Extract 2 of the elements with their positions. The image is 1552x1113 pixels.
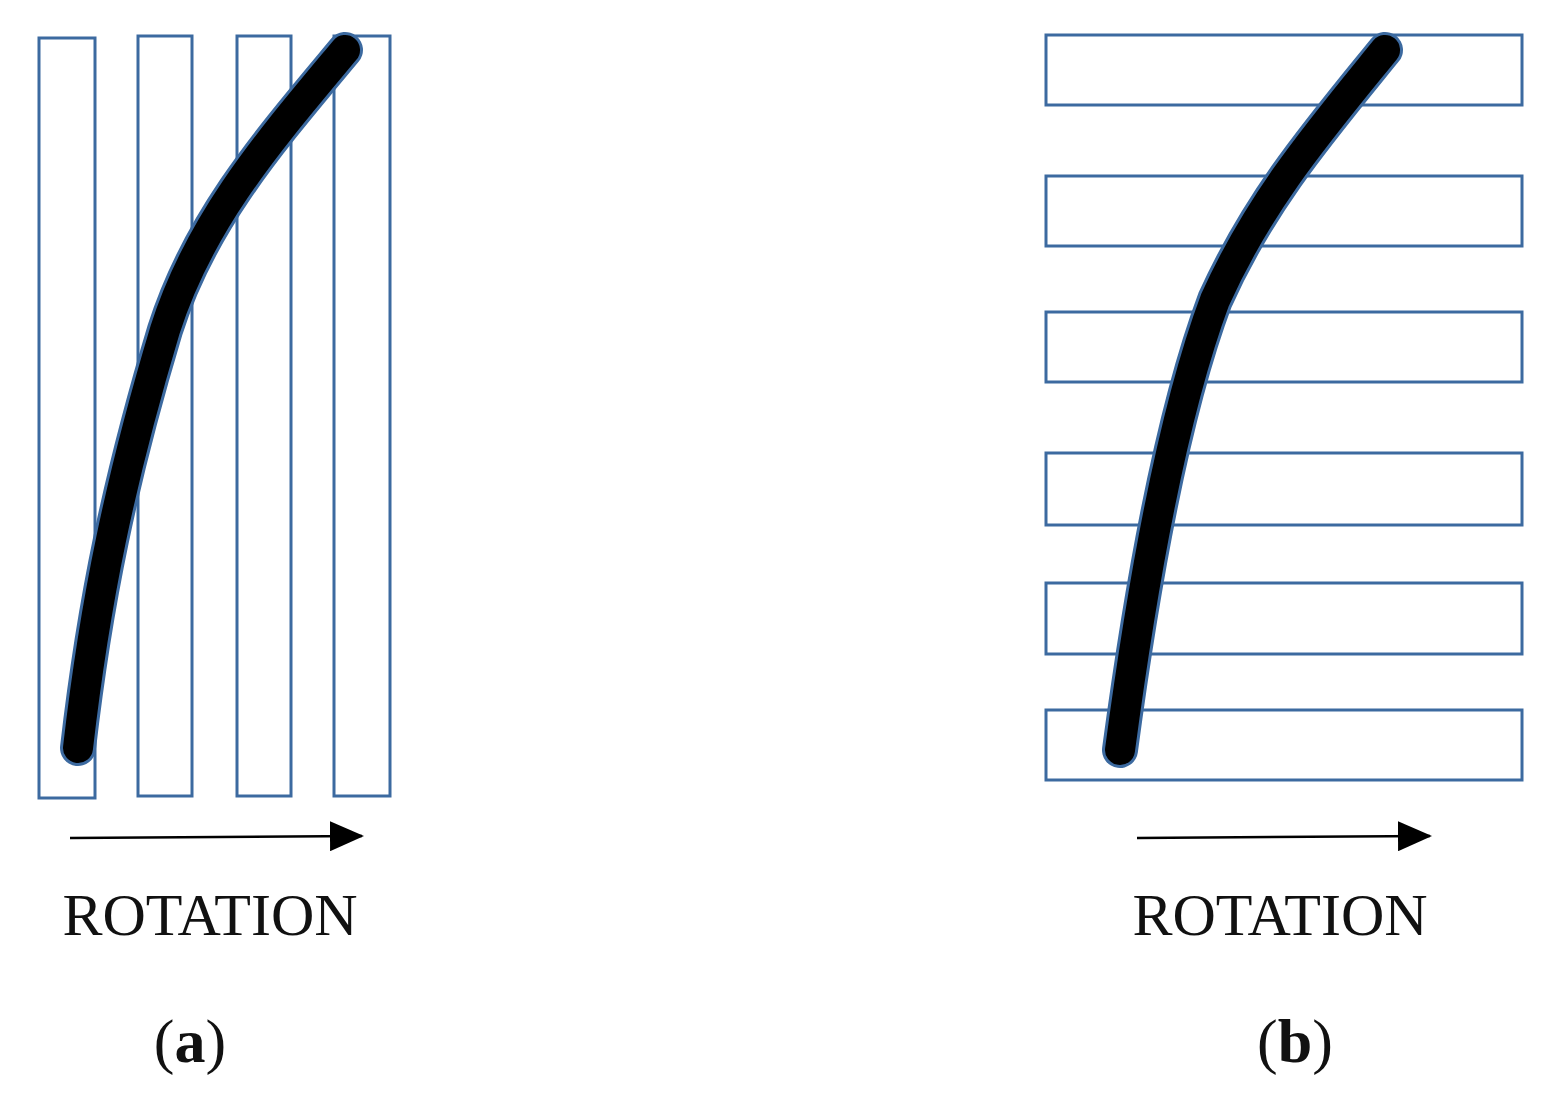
rotation-label: ROTATION xyxy=(62,885,358,945)
rotation-label: ROTATION xyxy=(1132,885,1428,945)
